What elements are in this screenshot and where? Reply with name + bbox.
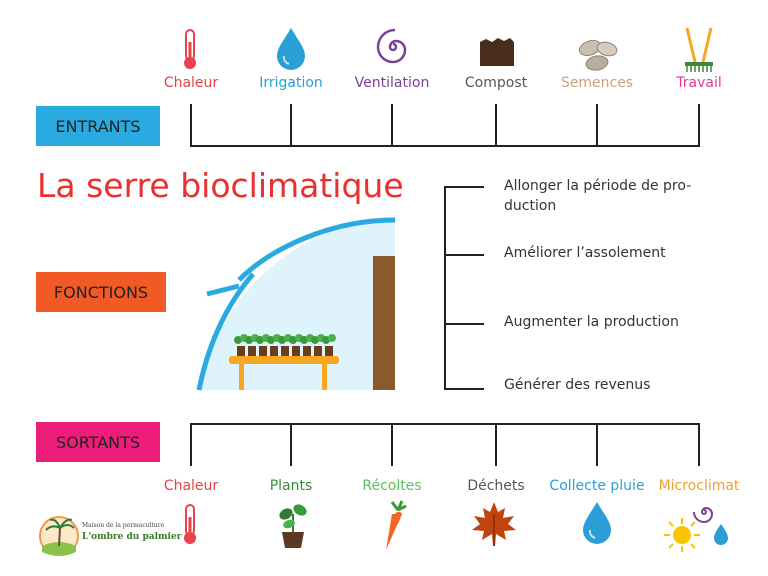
thermometer-icon xyxy=(184,29,196,69)
sortants-label-5: Microclimat xyxy=(658,478,740,494)
entrants-label-3: Compost xyxy=(464,75,528,91)
compost-icon xyxy=(480,38,514,66)
seeds-icon xyxy=(578,39,618,71)
entrants-label: ENTRANTS xyxy=(55,116,141,136)
logo: Maison de la permaculture L'ombre du pal… xyxy=(38,512,181,562)
sun-spiral-drop-icon xyxy=(664,506,728,552)
water-drop-icon xyxy=(277,28,305,70)
fonction-item: Augmenter la production xyxy=(504,314,679,330)
maple-leaf-icon xyxy=(472,502,516,546)
sortants-label-4: Collecte pluie xyxy=(549,478,645,494)
sortants-box: SORTANTS xyxy=(36,422,160,462)
sortants-label-2: Récoltes xyxy=(362,478,422,494)
carrot-icon xyxy=(386,500,407,550)
palm-logo-icon xyxy=(39,516,79,556)
fonction-item: Allonger la période de pro- duction xyxy=(504,178,692,214)
seedling-icon xyxy=(279,504,307,548)
entrants-label-2: Ventilation xyxy=(354,75,430,91)
entrants-label-0: Chaleur xyxy=(163,75,219,91)
logo-title: L'ombre du palmier xyxy=(82,532,182,542)
sortants-label-0: Chaleur xyxy=(163,478,219,494)
water-drop-icon xyxy=(583,502,611,544)
thermometer-icon xyxy=(184,504,196,544)
logo-subtitle: Maison de la permaculture xyxy=(82,522,165,529)
page-title: La serre bioclimatique xyxy=(37,166,404,205)
sortants-label-1: Plants xyxy=(269,478,313,494)
rake-icon xyxy=(685,27,713,72)
fonctions-box: FONCTIONS xyxy=(36,272,166,312)
greenhouse-illustration xyxy=(196,217,396,391)
fonction-item: Générer des revenus xyxy=(504,377,651,393)
entrants-label-5: Travail xyxy=(676,75,722,91)
fonction-item: Améliorer l’assolement xyxy=(504,245,666,261)
entrants-label-4: Semences xyxy=(560,75,634,91)
sortants-label: SORTANTS xyxy=(55,432,141,452)
spiral-icon xyxy=(376,28,407,64)
fonctions-label: FONCTIONS xyxy=(53,282,149,302)
entrants-label-1: Irrigation xyxy=(259,75,323,91)
entrants-box: ENTRANTS xyxy=(36,106,160,146)
sortants-label-3: Déchets xyxy=(467,478,525,494)
